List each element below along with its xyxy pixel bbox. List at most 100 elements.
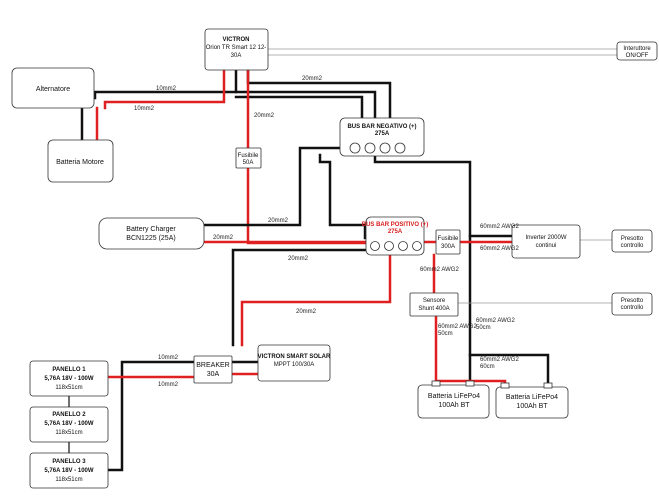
- inverter-line2: continui: [536, 243, 557, 249]
- solar-panel-2-line1: PANELLO 2: [52, 412, 86, 418]
- positive-busbar-sub: 275A: [388, 229, 403, 235]
- lifepo4-battery-2-line2: 100Ah BT: [516, 403, 548, 410]
- breaker-line2: 30A: [207, 371, 220, 378]
- solar-panel-1[interactable]: PANELLO 1 5,76A 18V - 100W 118x51cm: [29, 360, 109, 397]
- wire-label-shunt-2b: 50cm: [476, 325, 491, 331]
- wire-breaker-panels-neg: [106, 360, 196, 472]
- wire-label-20mm2-fuse: 20mm2: [254, 113, 275, 119]
- wire-negbus-down: [318, 153, 367, 240]
- alternator[interactable]: Alternatore: [11, 67, 95, 109]
- isolation-switch-line1: Interuttore: [623, 46, 651, 52]
- negative-busbar-terminal-2: [364, 142, 376, 154]
- fuse-300a[interactable]: Fusibile 300A: [435, 229, 461, 255]
- wire-label-20mm2-mppt: 20mm2: [296, 309, 317, 315]
- solar-panel-2-line2: 5,76A 18V - 100W: [44, 421, 93, 427]
- solar-panel-3-line1: PANELLO 3: [52, 459, 86, 465]
- engine-battery[interactable]: Batteria Motore: [47, 139, 114, 183]
- wire-label-shunt-2a: 60mm2 AWG2: [476, 318, 515, 324]
- wire-label-shunt: 60mm2 AWG2: [420, 267, 459, 273]
- solar-panel-2[interactable]: PANELLO 2 5,76A 18V - 100W 118x51cm: [29, 406, 109, 443]
- wire-label-battery2-b: 60cm: [480, 364, 495, 370]
- wire-fuse50-posbus: [246, 166, 382, 245]
- isolation-switch[interactable]: Interuttore ON/OFF: [616, 41, 658, 61]
- wire-labels: 10mm2 10mm2 20mm2 20mm2 20mm2 20mm2 20mm…: [134, 76, 519, 388]
- control-socket-top-line2: controllo: [621, 243, 644, 249]
- wire-label-10mm2-panel-2: 10mm2: [158, 382, 179, 388]
- wire-alternator-positive: [103, 68, 226, 110]
- positive-busbar-terminal-3: [398, 241, 408, 251]
- wires: [80, 48, 618, 472]
- inverter-line1: Inverter 2000W: [525, 235, 566, 241]
- lifepo4-battery-2-line1: Batteria LiFePo4: [506, 394, 558, 401]
- victron-orion-line3: 30A: [231, 53, 242, 59]
- solar-panel-1-line2: 5,76A 18V - 100W: [44, 376, 93, 382]
- victron-orion-line1: VICTRON: [223, 37, 250, 43]
- negative-busbar-terminal-3: [379, 142, 391, 154]
- victron-orion[interactable]: VICTRON Orion TR Smart 12 12- 30A: [204, 28, 269, 71]
- lifepo4-battery-1[interactable]: Batteria LiFePo4 100Ah BT: [417, 380, 490, 419]
- wire-label-20mm2-left: 20mm2: [288, 256, 309, 262]
- positive-busbar-terminal-2: [384, 241, 394, 251]
- solar-panel-3-line2: 5,76A 18V - 100W: [44, 468, 93, 474]
- battery-charger-line2: BCN1225 (25A): [126, 235, 175, 242]
- isolation-switch-line2: ON/OFF: [626, 53, 649, 59]
- inverter[interactable]: Inverter 2000W continui: [511, 224, 581, 259]
- solar-panel-1-line3: 118x51cm: [55, 385, 82, 391]
- shunt[interactable]: Sensore Shunt 400A: [409, 292, 459, 317]
- control-socket-top-line1: Presotto: [621, 236, 644, 242]
- wire-label-battery-b: 50cm: [438, 331, 453, 337]
- victron-mppt-line2: MPPT 100/30A: [274, 362, 315, 368]
- negative-busbar[interactable]: BUS BAR NEGATIVO (+) 275A: [339, 117, 425, 157]
- victron-mppt[interactable]: VICTRON SMART SOLAR MPPT 100/30A: [257, 344, 331, 382]
- wire-label-battery-a: 60mm2 AWG2: [438, 324, 477, 330]
- shunt-line2: Shunt 400A: [418, 306, 449, 312]
- positive-busbar[interactable]: BUS BAR POSITIVO (+) 275A: [362, 216, 429, 256]
- fuse-300a-line1: Fusibile: [438, 236, 459, 242]
- lifepo4-battery-1-line2: 100Ah BT: [438, 402, 470, 409]
- fuse-50a-line1: Fusibile: [238, 153, 259, 159]
- battery-1-positive-terminal: [431, 380, 441, 387]
- lifepo4-battery-1-line1: Batteria LiFePo4: [428, 393, 480, 400]
- wire-label-10mm2-b: 10mm2: [134, 106, 155, 112]
- wire-label-20mm2-charger-red: 20mm2: [213, 235, 234, 241]
- victron-orion-line2: Orion TR Smart 12 12-: [206, 45, 267, 51]
- wire-label-inverter-1: 60mm2 AWG2: [480, 224, 519, 230]
- solar-panel-3-line3: 118x51cm: [55, 477, 82, 483]
- solar-panel-2-line3: 118x51cm: [55, 430, 82, 436]
- wire-alt-negbus: [234, 90, 377, 124]
- battery-charger[interactable]: Battery Charger BCN1225 (25A): [98, 217, 205, 250]
- engine-battery-label: Batteria Motore: [56, 159, 104, 166]
- wire-label-10mm2-a: 10mm2: [156, 86, 177, 92]
- wire-alt-negbus-2: [234, 95, 364, 124]
- positive-busbar-terminal-4: [412, 241, 422, 251]
- lifepo4-battery-2[interactable]: Batteria LiFePo4 100Ah BT: [495, 382, 569, 419]
- wire-mppt-positive: [240, 253, 392, 347]
- solar-panel-3[interactable]: PANELLO 3 5,76A 18V - 100W 118x51cm: [29, 452, 109, 489]
- battery-2-positive-terminal: [500, 382, 510, 389]
- wire-negbus-charger: [202, 146, 350, 227]
- positive-busbar-terminal-1: [370, 241, 380, 251]
- victron-mppt-line1: VICTRON SMART SOLAR: [258, 354, 331, 360]
- wire-battery-negative: [468, 353, 550, 387]
- breaker-line1: BREAKER: [196, 362, 229, 369]
- wire-alternator-negative: [93, 68, 238, 100]
- negative-busbar-terminal-1: [349, 142, 361, 154]
- control-socket-top[interactable]: Presotto controllo: [611, 229, 653, 253]
- wire-label-inverter-2: 60mm2 AWG2: [480, 246, 519, 252]
- battery-charger-line1: Battery Charger: [126, 226, 176, 233]
- wire-label-10mm2-panel-1: 10mm2: [158, 355, 179, 361]
- control-socket-mid[interactable]: Presotto controllo: [611, 292, 653, 316]
- control-socket-mid-line1: Presotto: [621, 298, 644, 304]
- battery-2-negative-terminal: [543, 382, 553, 389]
- wire-mppt-negative: [231, 248, 374, 347]
- wire-label-20mm2-top: 20mm2: [302, 76, 323, 82]
- breaker[interactable]: BREAKER 30A: [193, 355, 233, 384]
- negative-busbar-terminal-4: [394, 142, 406, 154]
- alternator-label: Alternatore: [36, 86, 70, 93]
- solar-panel-1-line1: PANELLO 1: [52, 367, 86, 373]
- wire-label-battery2-a: 60mm2 AWG2: [480, 357, 519, 363]
- fuse-50a[interactable]: Fusibile 50A: [235, 147, 262, 169]
- negative-busbar-sub: 275A: [375, 131, 390, 137]
- fuse-300a-line2: 300A: [441, 244, 455, 250]
